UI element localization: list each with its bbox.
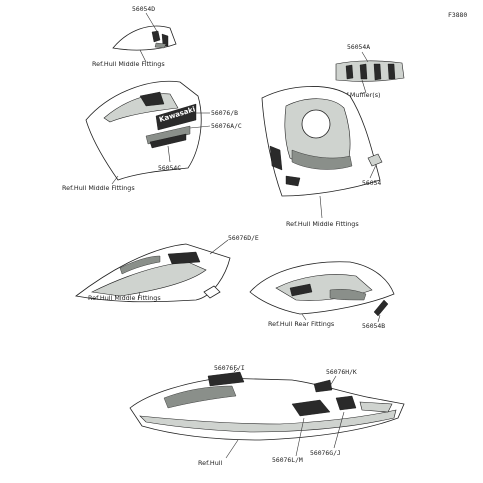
label-56076DE: 56076D/E [228,234,259,242]
label-ref-muffler: Ref.Muffler(s) [338,91,381,99]
label-ref-hull: Ref.Hull [198,459,223,467]
leader-56076HK [329,375,337,387]
label-ref-hull-middle-fittings-4: Ref.Hull Middle Fittings [88,294,161,302]
side-cover-part [75,243,231,303]
leader-56054C [167,145,171,163]
label-ref-hull-middle-fittings-3: Ref.Hull Middle Fittings [286,220,359,228]
muffler-part [335,60,405,82]
leader-56054B [377,314,381,323]
label-56076GJ: 56076G/J [310,449,341,457]
small-decal-56054B [373,299,389,317]
label-ref-hull-middle-fittings-2: Ref.Hull Middle Fittings [62,184,135,192]
leader-ref-hmf-1 [139,49,147,63]
label-56054D: 56054D [132,5,155,13]
leader-56054 [369,164,377,179]
hull-rear-deck-part [249,261,395,315]
label-56054C: 56054C [158,164,181,172]
label-56076FI: 56076F/I [214,364,245,372]
leader-56076LM [295,417,305,457]
leader-ref-hmf-3 [319,195,323,219]
label-56054A: 56054A [347,43,370,51]
leader-ref-hmf-2 [111,175,119,185]
leader-56076DE [209,239,229,255]
label-56076B: 56076/B [211,109,238,117]
leader-ref-hmf-4 [137,291,141,301]
label-56054: 56054 [362,179,381,187]
label-56076LM: 56076L/M [272,456,303,464]
label-ref-hull-middle-fittings-1: Ref.Hull Middle Fittings [92,60,165,68]
front-cover-part [112,25,177,51]
label-56076HK: 56076H/K [326,368,357,376]
leader-ref-hrf [301,313,307,321]
hull-middle-deck-part [261,86,381,197]
leader-56054A [361,51,369,63]
label-56054B: 56054B [362,322,385,330]
leader-56076GJ [333,411,345,449]
figure-code: F3880 [448,11,467,19]
full-watercraft-part [129,371,405,441]
leader-56076FI [233,367,239,373]
label-56076AC: 56076A/C [211,122,242,130]
leader-56076AC [189,125,211,129]
leader-ref-hull [225,439,239,459]
hood-part: Kawasaki [85,80,202,181]
label-ref-hull-rear-fittings: Ref.Hull Rear Fittings [268,320,335,328]
small-decal-56054 [367,153,383,167]
leader-56054D [145,12,159,34]
leader-ref-muffler [361,79,367,94]
